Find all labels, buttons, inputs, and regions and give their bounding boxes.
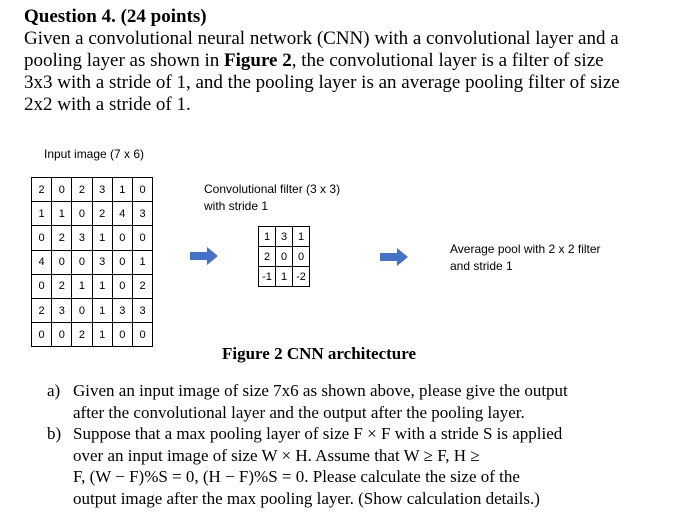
grid-cell: 1 xyxy=(292,226,310,247)
grid-cell: 3 xyxy=(111,297,133,324)
grid-cell: 2 xyxy=(51,273,73,299)
grid-cell: 2 xyxy=(131,273,154,299)
grid-cell: 1 xyxy=(131,249,154,275)
grid-cell: 0 xyxy=(111,249,133,275)
question-item-b: b) Suppose that a max pooling layer of s… xyxy=(47,423,677,513)
paragraph-line: 2x2 with a stride of 1. xyxy=(24,94,191,115)
grid-cell: 0 xyxy=(111,273,133,299)
right-arrow-icon xyxy=(380,248,408,266)
grid-cell: -2 xyxy=(292,266,310,287)
item-marker: a) xyxy=(47,381,61,400)
grid-cell: 0 xyxy=(111,322,133,348)
label-line: with stride 1 xyxy=(204,199,269,213)
figure-caption: Figure 2 CNN architecture xyxy=(222,344,417,363)
grid-cell: 2 xyxy=(91,201,113,227)
grid-cell: 1 xyxy=(30,201,53,227)
grid-cell: 1 xyxy=(91,225,113,251)
question-paragraph: Given a convolutional neural network (CN… xyxy=(24,28,674,116)
grid-cell: 3 xyxy=(51,297,73,324)
grid-cell: 0 xyxy=(131,176,154,203)
arrow-shape xyxy=(190,247,218,265)
grid-cell: 3 xyxy=(275,226,293,247)
grid-cell: 2 xyxy=(30,176,53,203)
paragraph-line: Given a convolutional neural network (CN… xyxy=(24,28,619,49)
grid-cell: 0 xyxy=(71,249,93,275)
label-line: and stride 1 xyxy=(450,259,513,273)
grid-cell: 0 xyxy=(292,246,310,267)
label-line: Average pool with 2 x 2 filter xyxy=(450,242,601,256)
grid-cell: 3 xyxy=(91,249,113,275)
grid-cell: 0 xyxy=(30,225,53,251)
figure-reference: Figure 2 xyxy=(224,50,292,71)
grid-cell: 0 xyxy=(51,249,73,275)
grid-cell: 2 xyxy=(71,176,93,203)
grid-cell: 2 xyxy=(30,297,53,324)
grid-cell: 0 xyxy=(30,273,53,299)
grid-cell: 0 xyxy=(111,225,133,251)
grid-cell: 0 xyxy=(30,322,53,348)
label-line: Convolutional filter (3 x 3) xyxy=(204,182,341,196)
paragraph-line: pooling layer as shown in Figure 2, the … xyxy=(24,50,674,72)
grid-cell: 3 xyxy=(71,225,93,251)
grid-cell: 1 xyxy=(71,273,93,299)
grid-cell: 3 xyxy=(131,297,154,324)
grid-cell: 1 xyxy=(258,226,276,247)
grid-cell: 2 xyxy=(51,225,73,251)
question-item-a: a) Given an input image of size 7x6 as s… xyxy=(47,380,677,424)
grid-cell: 0 xyxy=(275,246,293,267)
grid-cell: 3 xyxy=(131,201,154,227)
arrow-shape xyxy=(380,248,408,266)
grid-cell: 3 xyxy=(91,176,113,203)
grid-cell: 1 xyxy=(91,273,113,299)
item-text: Given an input image of size 7x6 as show… xyxy=(73,380,568,423)
item-line: after the convolutional layer and the ou… xyxy=(73,402,525,422)
paragraph-line: 3x3 with a stride of 1, and the pooling … xyxy=(24,72,620,93)
item-line: Given an input image of size 7x6 as show… xyxy=(73,381,568,400)
grid-cell: 2 xyxy=(258,246,276,267)
grid-cell: 1 xyxy=(51,201,73,227)
conv-filter-label: Convolutional filter (3 x 3) with stride… xyxy=(204,181,340,215)
grid-cell: 4 xyxy=(30,249,53,275)
question-title: Question 4. (24 points) xyxy=(24,6,207,27)
item-line: Suppose that a max pooling layer of size… xyxy=(73,424,563,443)
grid-cell: 0 xyxy=(71,201,93,227)
grid-cell: -1 xyxy=(258,266,276,287)
right-arrow-icon xyxy=(190,247,218,265)
item-line: over an input image of size W × H. Assum… xyxy=(73,445,480,465)
grid-cell: 0 xyxy=(131,322,154,348)
grid-cell: 1 xyxy=(111,176,133,203)
item-line: output image after the max pooling layer… xyxy=(73,488,540,508)
pooling-label: Average pool with 2 x 2 filter and strid… xyxy=(450,241,601,275)
grid-cell: 0 xyxy=(51,176,73,203)
grid-cell: 2 xyxy=(71,322,93,348)
paragraph-text: pooling layer as shown in xyxy=(24,50,225,71)
item-marker: b) xyxy=(47,424,62,443)
grid-cell: 0 xyxy=(51,322,73,348)
input-image-label: Input image (7 x 6) xyxy=(44,147,145,161)
grid-cell: 0 xyxy=(131,225,154,251)
item-line: F, (W − F)%S = 0, (H − F)%S = 0. Please … xyxy=(73,467,520,486)
grid-cell: 1 xyxy=(91,322,113,348)
item-text: Suppose that a max pooling layer of size… xyxy=(73,423,562,509)
grid-cell: 4 xyxy=(111,201,133,227)
grid-cell: 0 xyxy=(71,297,93,324)
grid-cell: 1 xyxy=(275,266,293,287)
paragraph-text: , the convolutional layer is a filter of… xyxy=(291,50,604,71)
grid-cell: 1 xyxy=(91,297,113,324)
